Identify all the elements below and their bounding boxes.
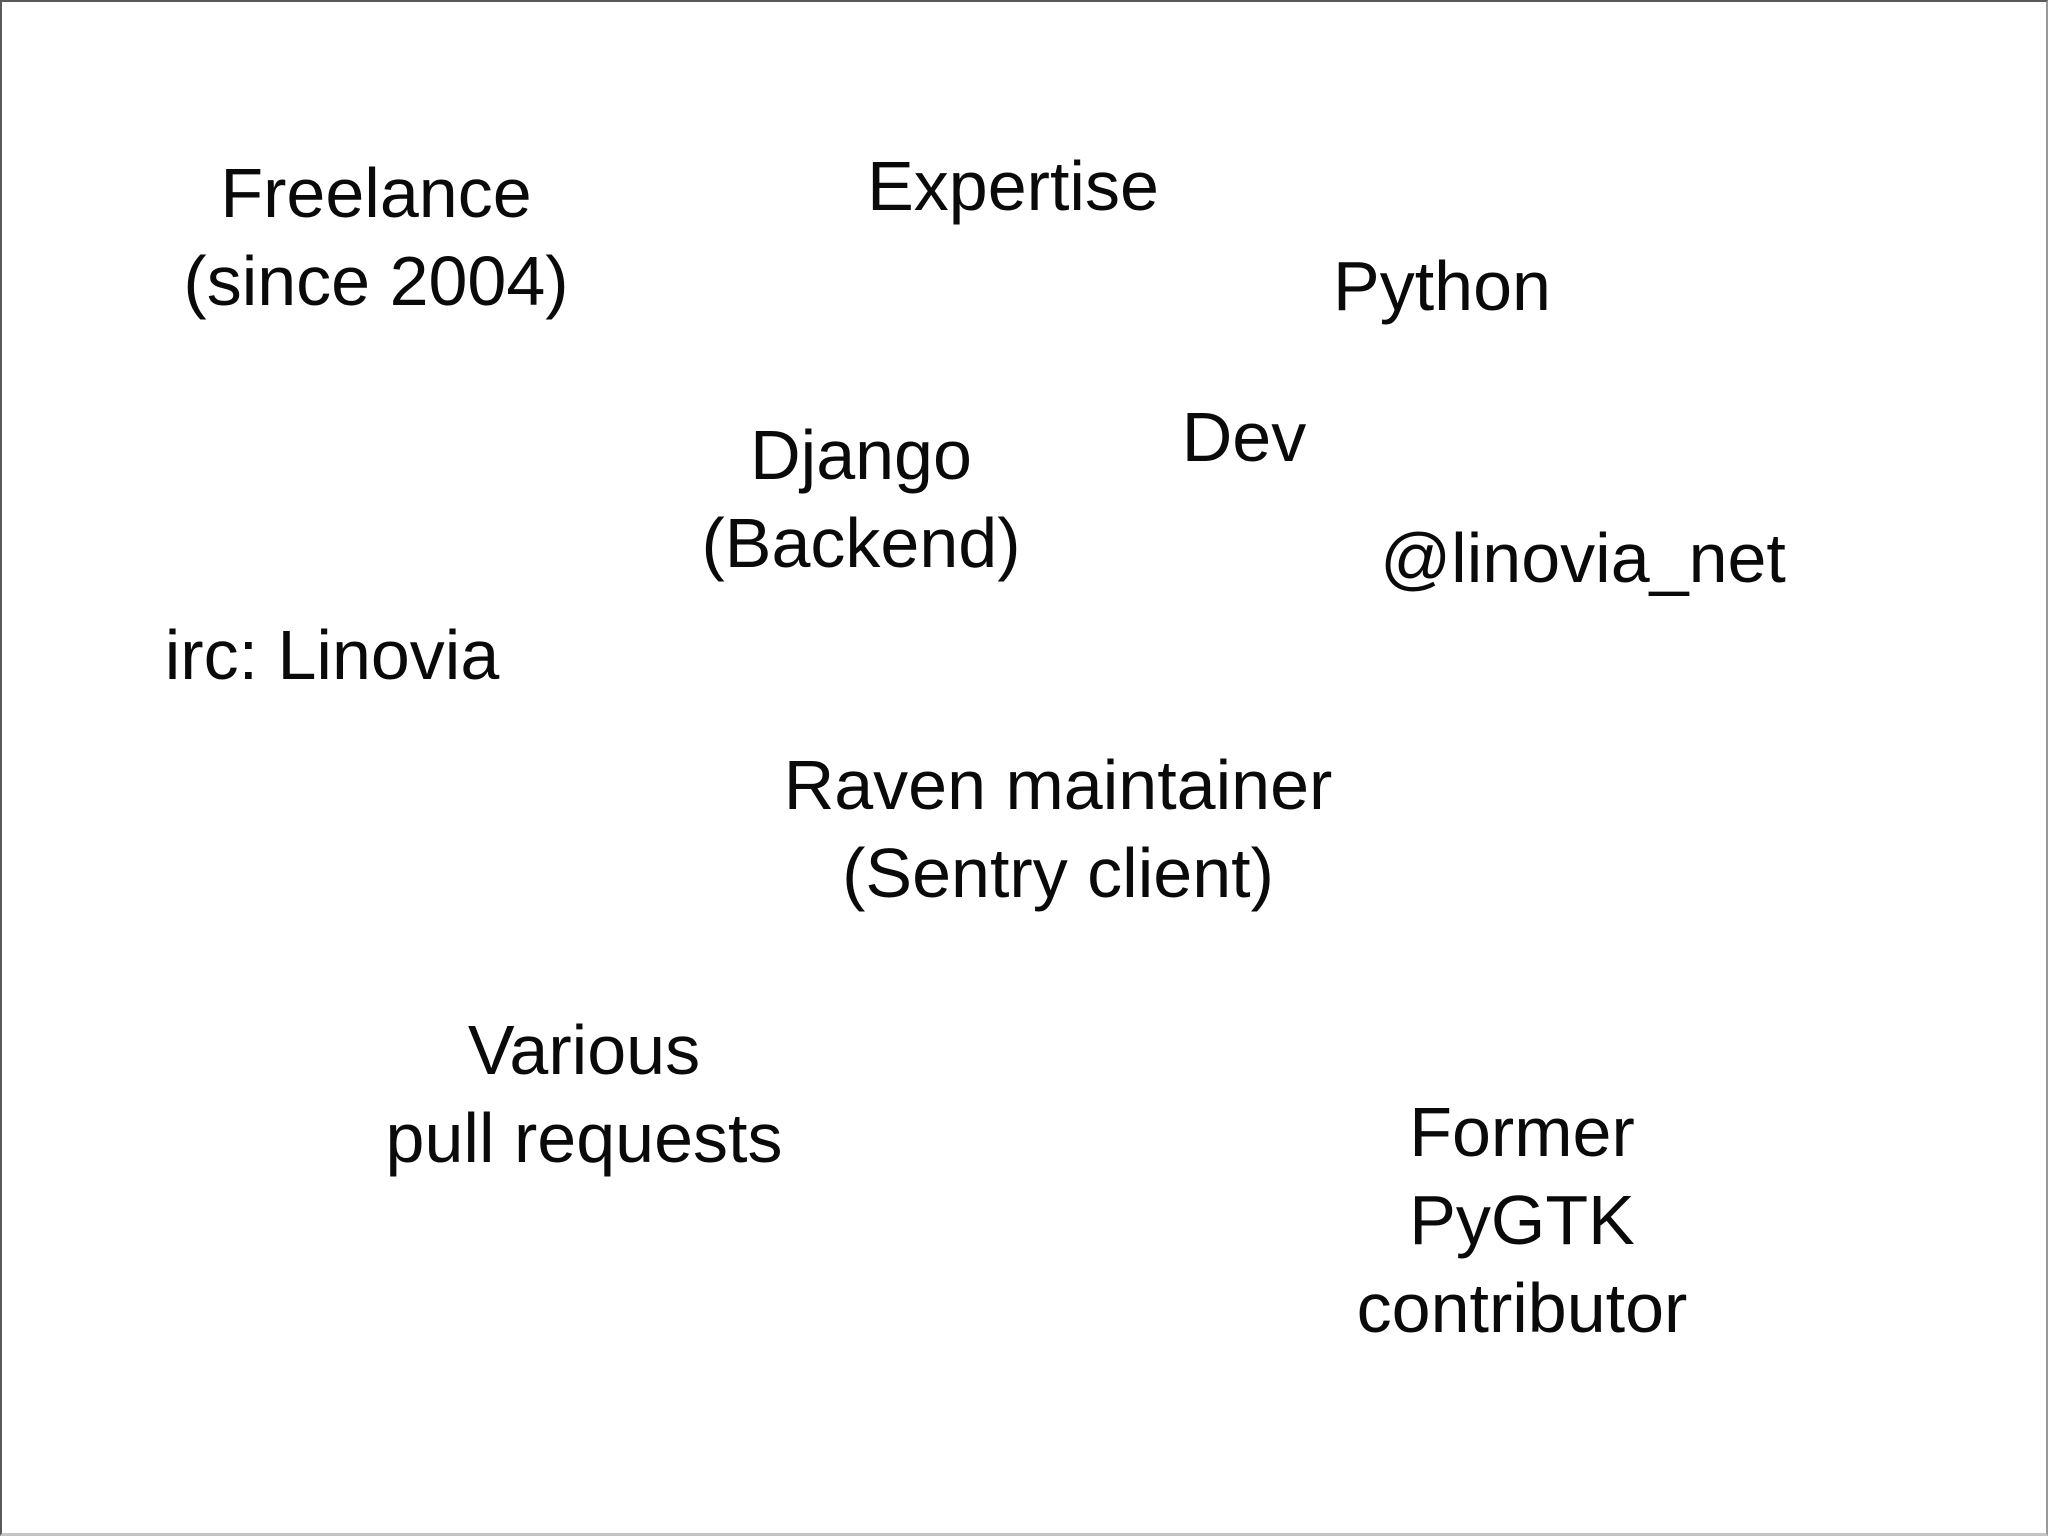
text-line: (since 2004) [183,242,569,320]
text-block-dev: Dev [1182,393,1306,481]
text-line: Django [750,416,972,494]
text-line: Various [467,1011,701,1089]
text-line: irc: Linovia [164,616,500,694]
text-line: PyGTK [1409,1181,1635,1259]
text-line: pull requests [385,1099,783,1177]
text-line: Expertise [867,147,1159,225]
text-line: Dev [1181,398,1307,476]
text-block-pull-requests: Various pull requests [386,1006,783,1182]
text-block-irc-nick: irc: Linovia [165,611,500,699]
text-block-freelance: Freelance (since 2004) [183,149,568,325]
text-line: Former [1409,1093,1635,1171]
text-line: (Sentry client) [842,834,1274,912]
text-line: @linovia_net [1380,519,1786,597]
text-line: (Backend) [701,504,1021,582]
text-block-python: Python [1333,242,1551,330]
text-line: Python [1333,247,1551,325]
text-block-expertise: Expertise [867,142,1159,230]
text-line: contributor [1356,1269,1688,1347]
text-line: Freelance [220,154,532,232]
text-block-raven-maintainer: Raven maintainer (Sentry client) [784,741,1333,917]
text-block-twitter-handle: @linovia_net [1380,514,1786,602]
text-block-pygtk-contributor: Former PyGTK contributor [1357,1088,1688,1352]
text-block-django: Django (Backend) [701,411,1020,587]
text-line: Raven maintainer [783,746,1333,824]
